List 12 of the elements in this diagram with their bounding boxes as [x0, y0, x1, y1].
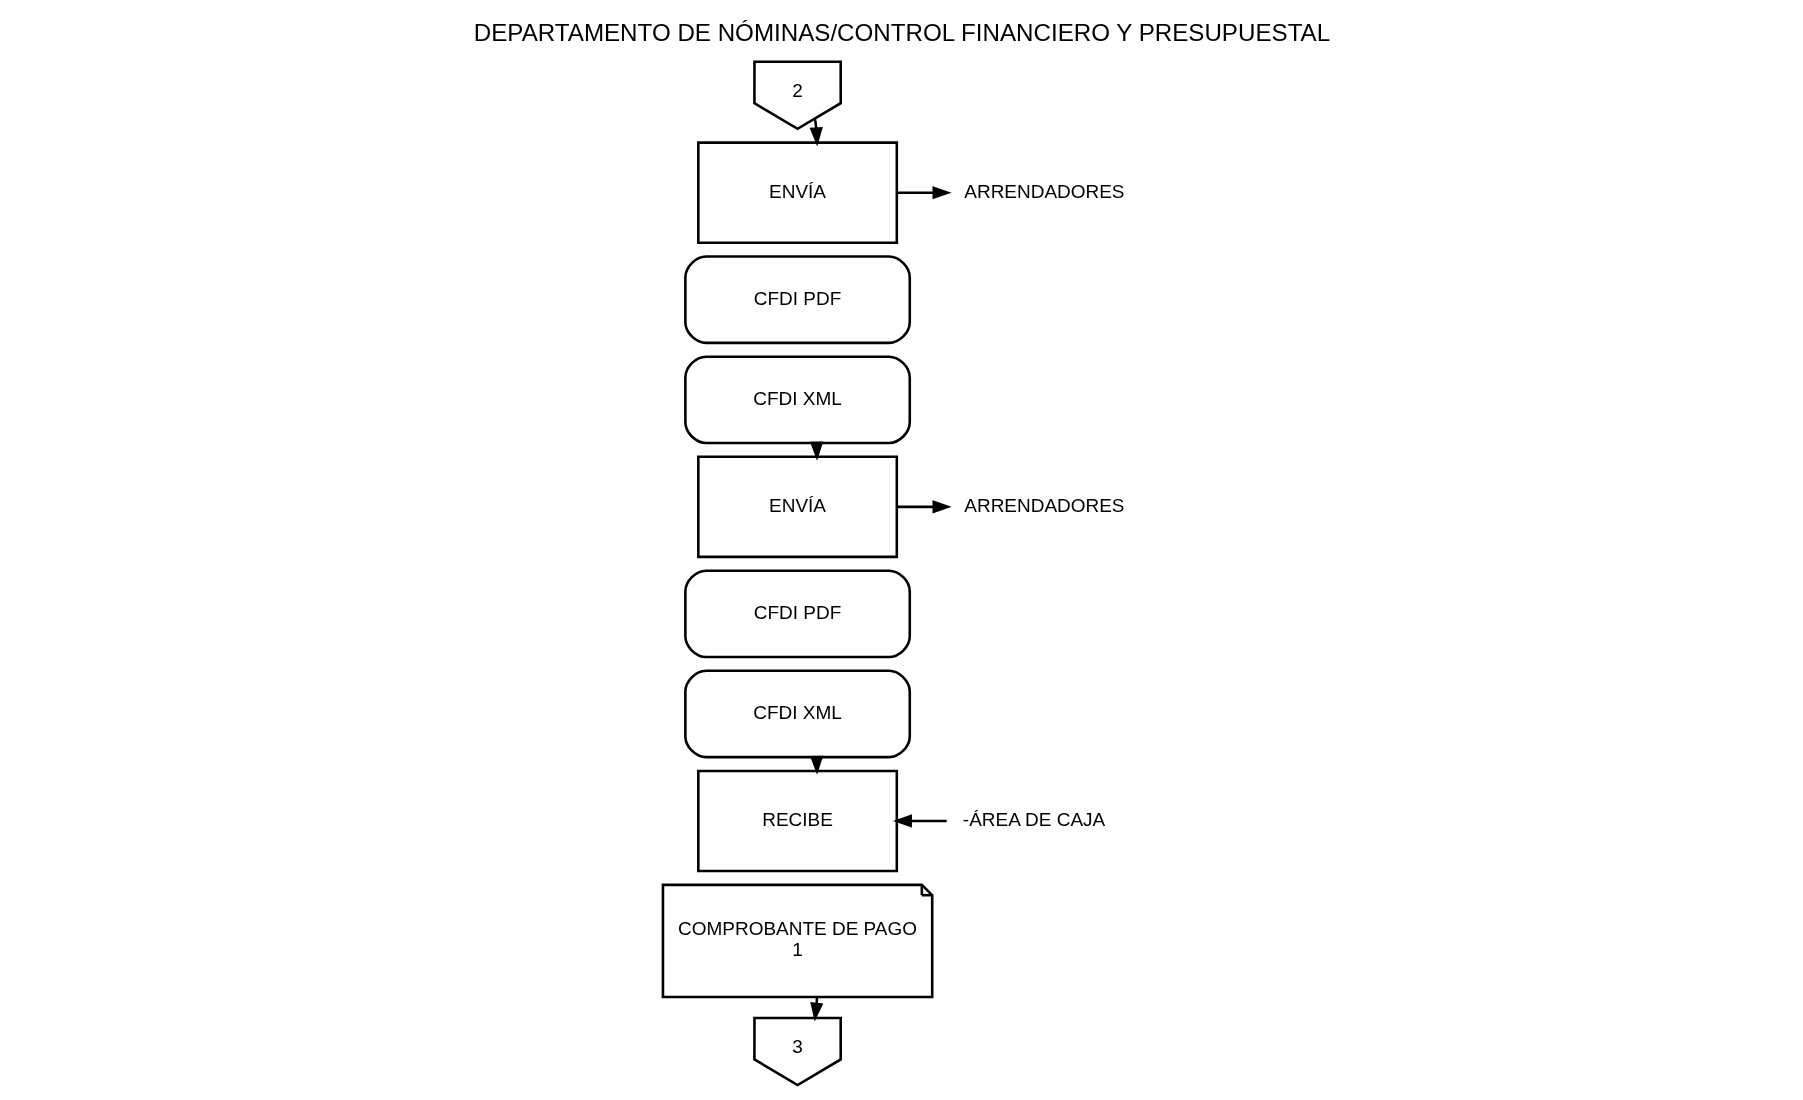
node-box: ENVÍA	[696, 141, 898, 245]
node-text: ARRENDADORES	[963, 494, 1125, 516]
node-box: ENVÍA	[696, 455, 898, 559]
node-box: CFDI PDF	[683, 569, 911, 659]
arrow	[896, 186, 951, 200]
arrow	[896, 500, 951, 514]
node-box: RECIBE	[696, 769, 898, 873]
arrow	[892, 814, 947, 828]
diagram-title: DEPARTAMENTO DE NÓMINAS/CONTROL FINANCIERO Y PRESUPUESTAL	[473, 19, 1330, 47]
node-text: -ÁREA DE CAJA	[962, 808, 1105, 830]
node-text: ARRENDADORES	[963, 180, 1125, 202]
node-box: CFDI PDF	[683, 255, 911, 345]
